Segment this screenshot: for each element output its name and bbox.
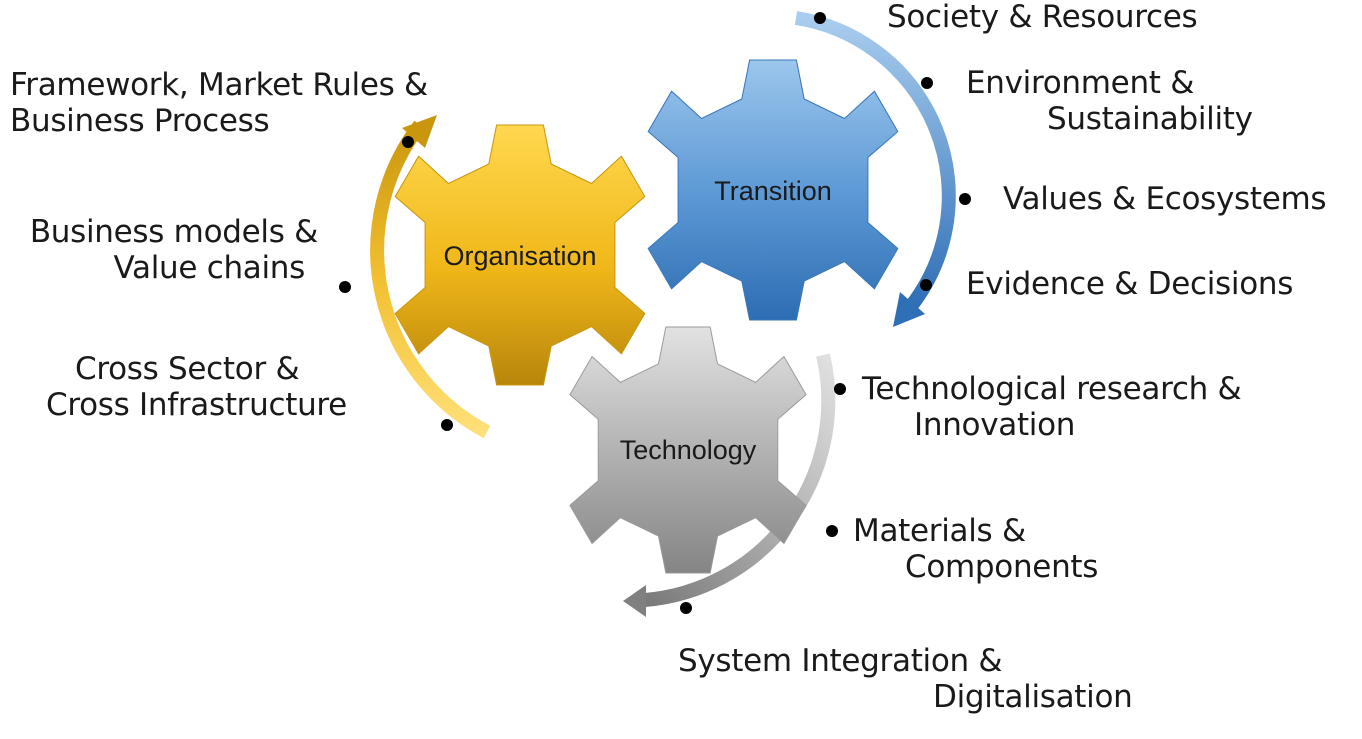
label-framework-market-rules: Framework, Market Rules & Business Proce… [10, 68, 428, 138]
label-line: Value chains [113, 250, 306, 287]
arrowhead-icon [893, 292, 925, 327]
label-line: Cross Infrastructure [46, 387, 347, 424]
label-line: Evidence & Decisions [966, 266, 1294, 302]
label-line: Society & Resources [887, 0, 1198, 35]
label-line: Components [905, 549, 1099, 586]
label-environment-sustainability: Environment & Sustainability [966, 66, 1253, 136]
technology-gear: Technology [570, 327, 806, 573]
arrowhead-icon [623, 585, 646, 617]
label-line: Materials & [853, 513, 1026, 549]
transition-arc [794, 11, 956, 327]
label-line: Innovation [914, 407, 1076, 444]
label-system-integration: System Integration & Digitalisation [678, 643, 1133, 716]
label-line: Cross Sector & [75, 351, 300, 387]
label-line: Environment & [966, 65, 1195, 101]
label-line: System Integration & [678, 643, 1003, 679]
bullet-icon [339, 281, 351, 293]
label-business-models: Business models & Value chains [0, 215, 318, 285]
organisation-gear-label: Organisation [443, 241, 596, 271]
bullet-icon [680, 602, 692, 614]
bullet-icon [826, 525, 838, 537]
label-cross-sector: Cross Sector & Cross Infrastructure [46, 351, 347, 422]
bullet-icon [920, 279, 932, 291]
label-line: Technological research & [862, 371, 1242, 407]
label-line: Business models & [29, 214, 318, 250]
bullet-icon [834, 383, 846, 395]
label-evidence-decisions: Evidence & Decisions [966, 267, 1293, 301]
technology-gear-label: Technology [620, 435, 757, 465]
bullet-icon [921, 77, 933, 89]
arrowhead-icon [402, 115, 437, 148]
transition-gear-label: Transition [714, 176, 832, 206]
bullet-icon [959, 193, 971, 205]
label-society-resources: Society & Resources [887, 0, 1198, 35]
bullets [339, 12, 971, 614]
label-materials-components: Materials & Components [853, 514, 1098, 584]
label-line: Digitalisation [933, 679, 1133, 716]
bullet-icon [402, 136, 414, 148]
label-values-ecosystems: Values & Ecosystems [1003, 181, 1327, 217]
organisation-gear: Organisation [395, 125, 645, 385]
label-technological-research: Technological research & Innovation [862, 371, 1242, 444]
transition-gear: Transition [648, 60, 898, 320]
label-line: Business Process [10, 103, 270, 140]
bullet-icon [441, 419, 453, 431]
label-line: Sustainability [1047, 101, 1253, 138]
label-line: Framework, Market Rules & [10, 67, 428, 103]
bullet-icon [814, 12, 826, 24]
organisation-arc [370, 115, 491, 439]
label-line: Values & Ecosystems [1003, 181, 1327, 217]
